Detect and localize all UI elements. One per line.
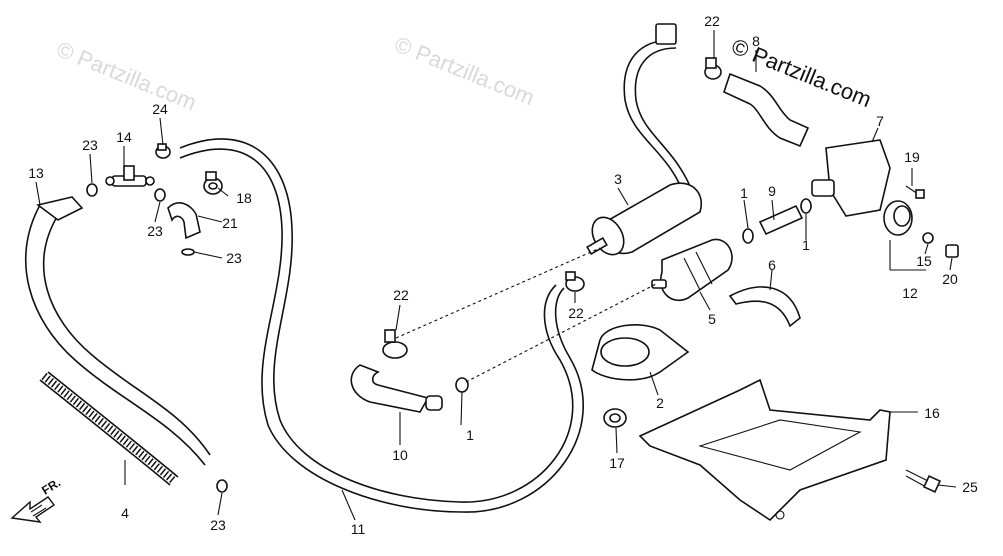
- clamp-24: [155, 143, 171, 159]
- leader-lines: [35, 30, 957, 521]
- clip-23-d: [216, 479, 228, 493]
- callout-11: 11: [351, 521, 366, 537]
- callout-9: 9: [768, 183, 776, 199]
- front-direction-arrow: [10, 496, 56, 523]
- grommet-17: [603, 408, 627, 428]
- clamp-22-c: [704, 57, 722, 80]
- callout-16: 16: [924, 405, 940, 421]
- callout-24: 24: [152, 101, 168, 117]
- clip-23-c: [181, 248, 195, 256]
- pipe-9: [758, 204, 804, 236]
- cushion-6: [728, 286, 801, 328]
- callout-7: 7: [876, 113, 884, 129]
- callout-13: 13: [28, 165, 44, 181]
- washer-15: [922, 232, 934, 244]
- clip-23-b: [154, 188, 166, 202]
- spring-protector-4: [39, 371, 179, 486]
- callout-8: 8: [752, 33, 760, 49]
- clamp-22-a: [382, 329, 408, 359]
- callout-23: 23: [210, 517, 226, 533]
- hose-13: [25, 196, 211, 466]
- bracket-16: [638, 378, 891, 522]
- hose-11: [179, 138, 584, 513]
- callout-12: 12: [902, 285, 918, 301]
- direction-label: FR.: [39, 475, 63, 497]
- t-joint-14: [105, 165, 155, 187]
- callout-5: 5: [708, 311, 716, 327]
- callout-10: 10: [392, 447, 408, 463]
- callout-22: 22: [568, 305, 584, 321]
- bolt-25: [905, 469, 942, 494]
- clip-1-b: [742, 228, 754, 244]
- fuel-filter-5: [651, 238, 733, 301]
- clip-23-a: [86, 183, 98, 197]
- callout-1: 1: [466, 427, 474, 443]
- callout-23: 23: [226, 250, 242, 266]
- clip-1-c: [800, 198, 812, 214]
- callout-19: 19: [904, 149, 920, 165]
- clamp-22-b: [565, 271, 585, 292]
- callout-17: 17: [609, 455, 625, 471]
- clamp-18: [203, 171, 223, 195]
- elbow-hose-21: [167, 202, 201, 240]
- callout-23: 23: [147, 223, 163, 239]
- fuel-pump-3: [586, 23, 703, 256]
- callout-2: 2: [656, 395, 664, 411]
- hose-10: [350, 364, 443, 413]
- callout-14: 14: [116, 129, 132, 145]
- hose-8: [723, 72, 810, 148]
- alignment-line-pump: [395, 247, 601, 339]
- callout-18: 18: [236, 190, 252, 206]
- cap-12: [883, 200, 913, 236]
- mount-band-2: [591, 324, 690, 381]
- callout-1: 1: [740, 185, 748, 201]
- callout-25: 25: [962, 479, 978, 495]
- callout-20: 20: [942, 271, 958, 287]
- callout-22: 22: [704, 13, 720, 29]
- screw-19: [905, 185, 925, 199]
- nut-20: [945, 244, 959, 258]
- callout-3: 3: [614, 171, 622, 187]
- valve-7: [811, 139, 891, 217]
- callout-23: 23: [82, 137, 98, 153]
- clip-1-a: [455, 377, 469, 393]
- callout-21: 21: [222, 215, 238, 231]
- callout-15: 15: [916, 253, 932, 269]
- watermark-center: © Partzilla.com: [391, 31, 538, 110]
- watermark-left: © Partzilla.com: [53, 36, 200, 115]
- callout-6: 6: [768, 257, 776, 273]
- callout-4: 4: [121, 505, 129, 521]
- callout-1: 1: [802, 237, 810, 253]
- callout-22: 22: [393, 287, 409, 303]
